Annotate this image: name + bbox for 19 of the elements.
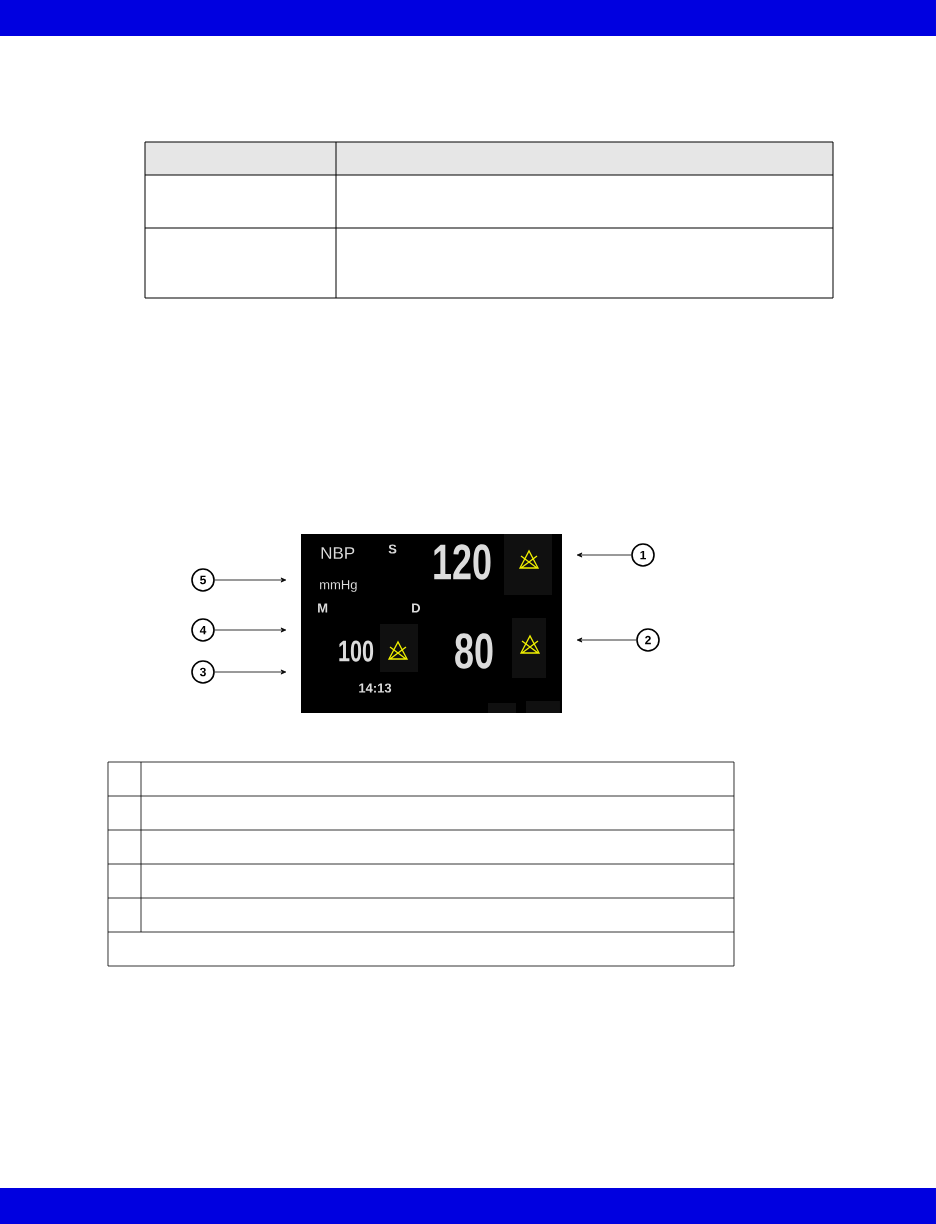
arrow bbox=[214, 627, 287, 633]
display-reading: NBP bbox=[321, 547, 355, 559]
display-reading: 80 bbox=[455, 633, 493, 669]
display-reading: 14:13 bbox=[359, 683, 392, 693]
arrow bbox=[214, 577, 287, 583]
display-reading: D bbox=[412, 603, 421, 613]
callout-number: 2 bbox=[636, 628, 660, 652]
callout-number: 1 bbox=[631, 543, 655, 567]
display-reading: 100 bbox=[339, 640, 374, 662]
display-reading: S bbox=[388, 544, 397, 554]
callout-number: 5 bbox=[191, 568, 215, 592]
arrow bbox=[576, 637, 637, 643]
display-reading: 120 bbox=[434, 544, 491, 580]
display-reading: M bbox=[318, 603, 328, 613]
callout-number: 4 bbox=[191, 618, 215, 642]
display-reading: mmHg bbox=[320, 580, 357, 592]
callout-number: 3 bbox=[191, 660, 215, 684]
arrow bbox=[576, 552, 632, 558]
arrow bbox=[214, 669, 287, 675]
